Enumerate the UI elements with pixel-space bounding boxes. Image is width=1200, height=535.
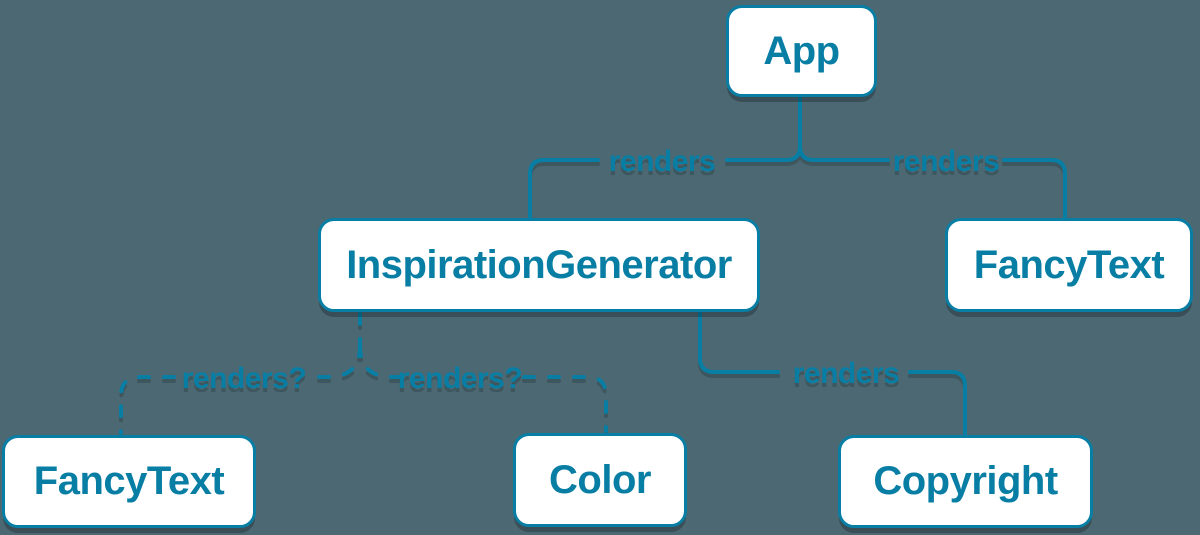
node-app: App	[726, 5, 877, 97]
edge-app-inspirationgenerator-line-a	[725, 144, 802, 162]
edge-inspirationgenerator-fancytext-line-a	[308, 344, 362, 379]
edge-inspirationgenerator-copyright-line-a	[698, 310, 780, 374]
edge-label-inspirationgenerator-color: renders?	[398, 362, 522, 395]
edge-inspirationgenerator-copyright-line-b	[908, 370, 967, 437]
edge-label-app-inspirationgenerator: renders	[609, 145, 716, 178]
node-fancy-text-top: FancyText	[945, 218, 1193, 312]
node-fancy-text-top-label: FancyText	[973, 242, 1165, 287]
node-inspiration-generator-label: InspirationGenerator	[346, 242, 732, 287]
node-copyright-label: Copyright	[873, 459, 1058, 503]
node-fancy-text-bottom: FancyText	[2, 435, 256, 528]
node-color: Color	[513, 433, 687, 527]
node-color-label: Color	[549, 457, 651, 502]
edge-inspirationgenerator-color-line-a	[358, 344, 402, 379]
edge-app-fancytext-line-b	[1002, 158, 1067, 220]
node-fancy-text-bottom-label: FancyText	[33, 459, 225, 503]
node-copyright: Copyright	[838, 435, 1093, 528]
node-inspiration-generator: InspirationGenerator	[318, 218, 760, 312]
edge-label-inspirationgenerator-copyright: renders	[793, 357, 900, 390]
edge-inspirationgenerator-color-line-b	[522, 375, 608, 433]
node-app-label: App	[763, 28, 840, 73]
edge-app-fancytext-line-a	[798, 144, 890, 162]
edge-label-app-fancytext: renders	[893, 145, 1000, 178]
edge-label-inspirationgenerator-fancytext: renders?	[182, 362, 306, 395]
edge-app-inspirationgenerator-line-b	[528, 158, 600, 220]
edge-inspirationgenerator-fancytext-line-b	[119, 375, 176, 435]
